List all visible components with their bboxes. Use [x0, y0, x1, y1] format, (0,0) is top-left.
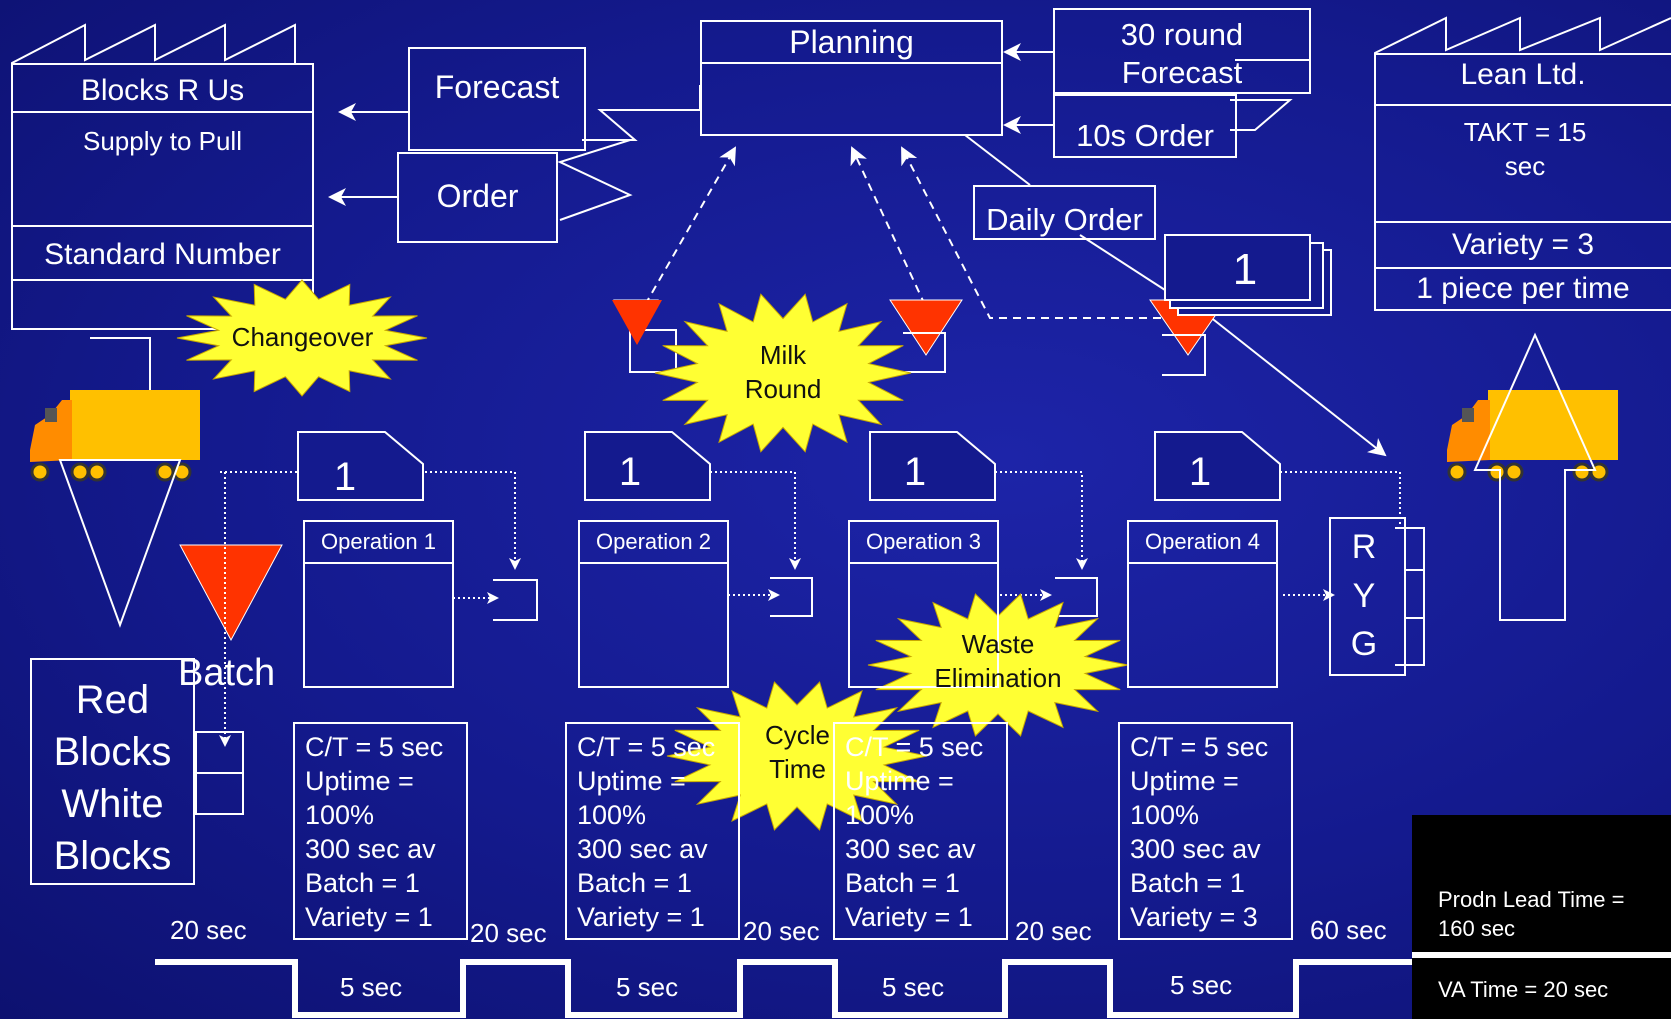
forecast-box[interactable]: Forecast: [408, 47, 586, 151]
forecast-label: Forecast: [410, 69, 584, 106]
kanban-post-count: 1: [1200, 245, 1290, 295]
raw-inventory-triangle: [180, 545, 282, 640]
variety: Variety = 1: [577, 900, 728, 934]
variety: Variety = 3: [1130, 900, 1281, 934]
uptime-label: Uptime =: [577, 764, 728, 798]
cycle-time: C/T = 5 sec: [305, 730, 456, 764]
variety: Variety = 1: [845, 900, 996, 934]
inventory-triangle-a: [612, 300, 662, 345]
planning-box[interactable]: Planning: [700, 20, 1003, 136]
signal-yellow: Y: [1330, 577, 1398, 616]
supplier-truck-icon: [30, 390, 200, 480]
lead-time-label: Prodn Lead Time = 160 sec: [1438, 885, 1648, 943]
variety: Variety = 1: [305, 900, 456, 934]
uptime-label: Uptime =: [1130, 764, 1281, 798]
kanban-card-number: 1: [585, 450, 675, 495]
uptime-value: 100%: [577, 798, 728, 832]
buffer-box: [770, 578, 812, 616]
available-time: 300 sec av: [577, 832, 728, 866]
stock-note: Red Blocks White Blocks: [32, 674, 193, 882]
data-box-3: C/T = 5 sec Uptime = 100% 300 sec av Bat…: [833, 722, 1008, 940]
waste-elimination-label: Waste Elimination: [918, 627, 1078, 695]
wait-time-5: 60 sec: [1310, 915, 1387, 946]
data-box-1: C/T = 5 sec Uptime = 100% 300 sec av Bat…: [293, 722, 468, 940]
kanban-card-number: 1: [300, 455, 390, 500]
dotted-line: [995, 472, 1082, 568]
uptime-label: Uptime =: [305, 764, 456, 798]
round-forecast-box[interactable]: 30 round Forecast: [1053, 8, 1311, 94]
data-box-4: C/T = 5 sec Uptime = 100% 300 sec av Bat…: [1118, 722, 1293, 940]
planning-label: Planning: [702, 22, 1001, 64]
process-time-4: 5 sec: [1170, 970, 1232, 1001]
supplier-policy: Supply to Pull: [55, 125, 270, 158]
lead-time-summary: Prodn Lead Time = 160 sec VA Time = 20 s…: [1412, 815, 1671, 1019]
kanban-card-number: 1: [1155, 450, 1245, 495]
supplier-shipment-line: [90, 338, 150, 390]
customer-variety: Variety = 3: [1375, 228, 1671, 262]
buffer-box: [493, 580, 537, 620]
supermarket-triangle: [890, 300, 962, 372]
available-time: 300 sec av: [845, 832, 996, 866]
daily-order-label: Daily Order: [975, 202, 1154, 238]
daily-order-line: [1080, 235, 1165, 290]
batch-size: Batch = 1: [577, 866, 728, 900]
available-time: 300 sec av: [1130, 832, 1281, 866]
operation-4-box[interactable]: Operation 4: [1127, 520, 1278, 688]
va-time-label: VA Time = 20 sec: [1438, 975, 1608, 1004]
changeover-label: Changeover: [205, 320, 400, 354]
operation-2-box[interactable]: Operation 2: [578, 520, 729, 688]
planning-daily-line: [965, 135, 1030, 185]
stock-note-box: Red Blocks White Blocks: [30, 658, 195, 885]
process-time-1: 5 sec: [340, 972, 402, 1003]
batch-size: Batch = 1: [305, 866, 456, 900]
supplier-standard: Standard Number: [12, 238, 313, 272]
wait-time-4: 20 sec: [1015, 916, 1092, 947]
cycle-time: C/T = 5 sec: [1130, 730, 1281, 764]
wait-time-2: 20 sec: [470, 918, 547, 949]
signal-green: G: [1330, 625, 1398, 664]
daily-order-box[interactable]: Daily Order: [973, 185, 1156, 240]
available-time: 300 sec av: [305, 832, 456, 866]
summary-divider: [1412, 952, 1671, 958]
order-10s-label: 10s Order: [1055, 118, 1235, 154]
process-time-3: 5 sec: [882, 972, 944, 1003]
order-box[interactable]: Order: [397, 152, 558, 243]
supplier-name: Blocks R Us: [12, 74, 313, 108]
kanban-card-number: 1: [870, 450, 960, 495]
wait-time-1: 20 sec: [170, 915, 247, 946]
customer-truck-icon: [1447, 390, 1618, 480]
cycle-time: C/T = 5 sec: [577, 730, 728, 764]
operation-3-title: Operation 3: [850, 522, 997, 564]
operation-1-title: Operation 1: [305, 522, 452, 564]
customer-takt: TAKT = 15 sec: [1445, 115, 1605, 183]
wait-time-3: 20 sec: [743, 916, 820, 947]
buffer-box: [1055, 578, 1097, 616]
operation-4-title: Operation 4: [1129, 522, 1276, 564]
round-forecast-label: 30 round Forecast: [1075, 16, 1289, 92]
cycle-time-label: Cycle Time: [740, 718, 855, 786]
milk-round-label: Milk Round: [718, 338, 848, 406]
supplier-factory-icon: [12, 25, 313, 329]
uptime-value: 100%: [1130, 798, 1281, 832]
order-label: Order: [399, 178, 556, 215]
dotted-line: [1280, 472, 1400, 530]
operation-1-box[interactable]: Operation 1: [303, 520, 454, 688]
batch-size: Batch = 1: [845, 866, 996, 900]
process-time-2: 5 sec: [616, 972, 678, 1003]
uptime-value: 100%: [845, 798, 996, 832]
data-box-2: C/T = 5 sec Uptime = 100% 300 sec av Bat…: [565, 722, 740, 940]
customer-pieces: 1 piece per time: [1375, 272, 1671, 306]
customer-name: Lean Ltd.: [1375, 58, 1671, 92]
signal-red: R: [1330, 528, 1398, 567]
operation-2-title: Operation 2: [580, 522, 727, 564]
dashed-arrow-mid: [852, 148, 925, 305]
batch-size: Batch = 1: [1130, 866, 1281, 900]
order-10s-box[interactable]: 10s Order: [1053, 94, 1237, 158]
uptime-label: Uptime =: [845, 764, 996, 798]
supplier-shipment-arrow: [60, 460, 180, 625]
cycle-time: C/T = 5 sec: [845, 730, 996, 764]
uptime-value: 100%: [305, 798, 456, 832]
dashed-arrow-left: [645, 148, 735, 305]
